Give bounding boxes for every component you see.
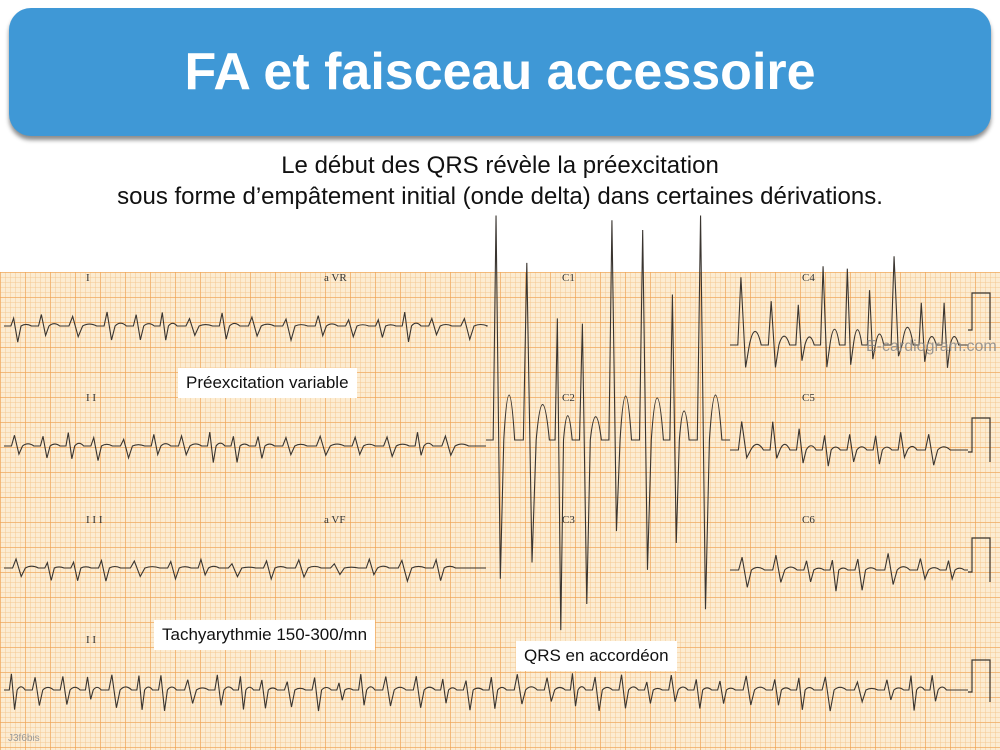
lead-label-c2: C2 [562,392,575,404]
lead-label-avr: a VR [324,272,347,284]
annotation-tachy: Tachyarythmie 150-300/mn [154,620,376,650]
ecg-trace-c1-c3 [486,215,730,631]
lead-label-c3: C3 [562,514,575,526]
watermark: E-cardiogram.com [866,338,997,355]
lead-label-iii: I I I [86,514,103,526]
calibration-pulse-1 [968,292,991,340]
lead-label-c5: C5 [802,392,815,404]
ecg-trace-c6 [730,553,968,592]
slide-title: FA et faisceau accessoire [184,43,816,101]
lead-label-c6: C6 [802,514,815,526]
title-banner: FA et faisceau accessoire [9,8,991,136]
ecg-trace-c5 [730,421,968,467]
ecg-paper [0,272,1000,750]
ecg-trace-ii-avl [4,432,486,463]
lead-label-avf: a VF [324,514,346,526]
subtitle-line-2: sous forme d’empâtement initial (onde de… [117,183,883,210]
subtitle: Le début des QRS révèle la préexcitation… [0,150,1000,212]
ecg-trace-i-avr [4,311,488,343]
calibration-pulse-4 [968,659,991,702]
ecg-trace-iii-avf [4,557,486,584]
lead-label-c4: C4 [802,272,815,284]
annotation-preexcitation: Préexcitation variable [178,368,357,398]
slide-code: J3f6bis [8,733,40,744]
lead-label-ii: I I [86,392,97,404]
annotation-accordion: QRS en accordéon [516,641,677,671]
calibration-pulse-2 [968,417,991,462]
lead-label-i: I [86,272,90,284]
ecg-trace-c4 [730,256,968,368]
lead-label-c1: C1 [562,272,575,284]
calibration-pulse-3 [968,537,991,582]
ecg-trace-ii-rhythm [4,673,968,712]
subtitle-line-1: Le début des QRS révèle la préexcitation [281,152,719,179]
lead-label-ii-rhythm: I I [86,634,97,646]
